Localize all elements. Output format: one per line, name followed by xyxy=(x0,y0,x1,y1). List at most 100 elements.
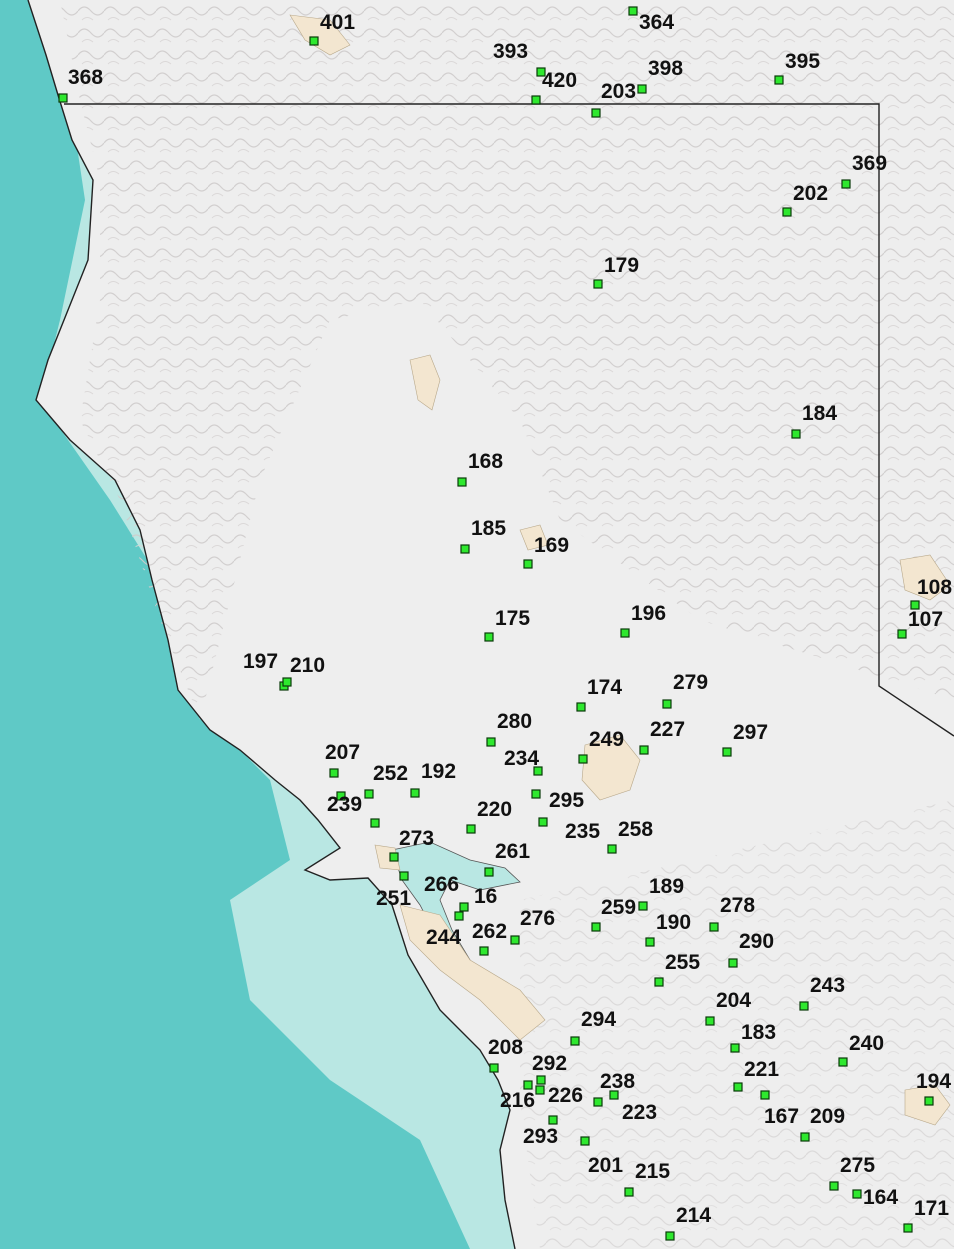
station-marker[interactable] xyxy=(578,754,588,764)
station-202[interactable]: 202 xyxy=(782,182,828,217)
station-258[interactable]: 258 xyxy=(607,818,653,854)
station-marker[interactable] xyxy=(370,818,380,828)
station-marker[interactable] xyxy=(733,1082,743,1092)
station-420[interactable]: 420 xyxy=(531,69,577,105)
station-marker[interactable] xyxy=(523,559,533,569)
station-marker[interactable] xyxy=(410,788,420,798)
station-marker[interactable] xyxy=(466,824,476,834)
station-273[interactable]: 273 xyxy=(370,818,434,850)
station-220[interactable]: 220 xyxy=(466,798,512,834)
station-marker[interactable] xyxy=(645,937,655,947)
station-167[interactable]: 167 xyxy=(760,1090,799,1128)
station-275[interactable]: 275 xyxy=(829,1154,875,1191)
station-207[interactable]: 207 xyxy=(325,741,360,778)
station-marker[interactable] xyxy=(639,745,649,755)
station-192[interactable]: 192 xyxy=(410,760,456,798)
station-marker[interactable] xyxy=(841,179,851,189)
station-238[interactable]: 238 xyxy=(600,1070,635,1100)
station-marker[interactable] xyxy=(782,207,792,217)
station-marker[interactable] xyxy=(536,67,546,77)
station-marker[interactable] xyxy=(489,1063,499,1073)
station-259[interactable]: 259 xyxy=(591,896,636,932)
station-169[interactable]: 169 xyxy=(523,534,569,569)
station-marker[interactable] xyxy=(791,429,801,439)
station-marker[interactable] xyxy=(730,1043,740,1053)
station-294[interactable]: 294 xyxy=(570,1008,616,1046)
station-210[interactable]: 210 xyxy=(282,654,325,687)
station-252[interactable]: 252 xyxy=(364,762,408,799)
station-194[interactable]: 194 xyxy=(916,1070,951,1106)
station-marker[interactable] xyxy=(591,922,601,932)
station-marker[interactable] xyxy=(548,1115,558,1125)
station-227[interactable]: 227 xyxy=(639,718,685,755)
station-190[interactable]: 190 xyxy=(645,911,691,947)
station-223[interactable]: 223 xyxy=(593,1097,657,1124)
station-marker[interactable] xyxy=(570,1036,580,1046)
station-marker[interactable] xyxy=(637,84,647,94)
station-marker[interactable] xyxy=(531,95,541,105)
station-marker[interactable] xyxy=(593,279,603,289)
station-marker[interactable] xyxy=(910,600,920,610)
station-marker[interactable] xyxy=(897,629,907,639)
station-marker[interactable] xyxy=(459,902,469,912)
station-261[interactable]: 261 xyxy=(484,840,530,877)
station-203[interactable]: 203 xyxy=(591,80,636,118)
station-266[interactable]: 266 xyxy=(389,852,459,896)
station-marker[interactable] xyxy=(457,477,467,487)
station-201[interactable]: 201 xyxy=(580,1136,623,1177)
station-395[interactable]: 395 xyxy=(774,50,820,85)
station-239[interactable]: 239 xyxy=(327,791,362,816)
station-marker[interactable] xyxy=(282,677,292,687)
station-marker[interactable] xyxy=(800,1132,810,1142)
station-175[interactable]: 175 xyxy=(484,607,530,642)
station-marker[interactable] xyxy=(533,766,543,776)
station-marker[interactable] xyxy=(336,791,346,801)
station-marker[interactable] xyxy=(705,1016,715,1026)
station-marker[interactable] xyxy=(536,1075,546,1085)
station-216[interactable]: 216 xyxy=(500,1080,535,1112)
station-251[interactable]: 251 xyxy=(376,871,411,910)
station-185[interactable]: 185 xyxy=(460,517,506,554)
station-293[interactable]: 293 xyxy=(523,1115,558,1148)
station-196[interactable]: 196 xyxy=(620,602,666,638)
station-marker[interactable] xyxy=(662,699,672,709)
station-marker[interactable] xyxy=(389,852,399,862)
station-marker[interactable] xyxy=(665,1231,675,1241)
station-marker[interactable] xyxy=(609,1090,619,1100)
station-marker[interactable] xyxy=(624,1187,634,1197)
station-marker[interactable] xyxy=(903,1223,913,1233)
station-marker[interactable] xyxy=(760,1090,770,1100)
station-marker[interactable] xyxy=(838,1057,848,1067)
station-marker[interactable] xyxy=(531,789,541,799)
station-marker[interactable] xyxy=(852,1189,862,1199)
station-107[interactable]: 107 xyxy=(897,608,943,639)
station-marker[interactable] xyxy=(654,977,664,987)
station-209[interactable]: 209 xyxy=(800,1105,845,1142)
station-215[interactable]: 215 xyxy=(624,1160,670,1197)
station-240[interactable]: 240 xyxy=(838,1032,884,1067)
station-184[interactable]: 184 xyxy=(791,402,837,439)
station-295[interactable]: 295 xyxy=(531,789,584,812)
station-marker[interactable] xyxy=(329,768,339,778)
station-368[interactable]: 368 xyxy=(58,66,103,103)
station-398[interactable]: 398 xyxy=(637,57,683,94)
station-marker[interactable] xyxy=(484,867,494,877)
station-marker[interactable] xyxy=(460,544,470,554)
station-249[interactable]: 249 xyxy=(578,728,624,764)
station-marker[interactable] xyxy=(538,817,548,827)
station-171[interactable]: 171 xyxy=(903,1197,949,1233)
station-marker[interactable] xyxy=(484,632,494,642)
station-214[interactable]: 214 xyxy=(665,1204,711,1241)
station-393[interactable]: 393 xyxy=(493,40,546,77)
station-marker[interactable] xyxy=(722,747,732,757)
station-marker[interactable] xyxy=(591,108,601,118)
station-278[interactable]: 278 xyxy=(709,894,755,932)
station-marker[interactable] xyxy=(728,958,738,968)
station-marker[interactable] xyxy=(399,871,409,881)
station-262[interactable]: 262 xyxy=(472,920,507,956)
station-marker[interactable] xyxy=(535,1085,545,1095)
station-364[interactable]: 364 xyxy=(628,6,674,34)
station-16[interactable]: 16 xyxy=(459,885,497,912)
station-108[interactable]: 108 xyxy=(910,576,952,610)
